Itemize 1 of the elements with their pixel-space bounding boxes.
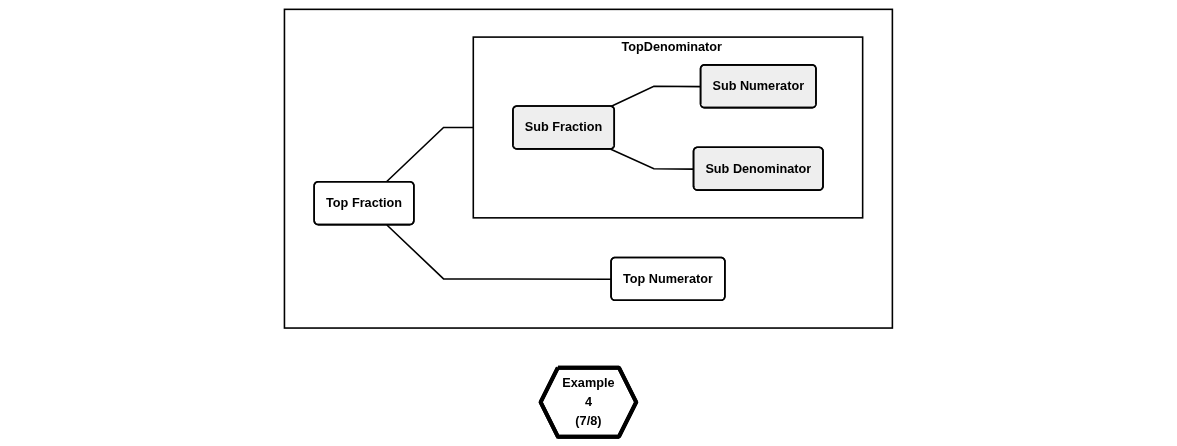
cluster: [283, 8, 894, 329]
